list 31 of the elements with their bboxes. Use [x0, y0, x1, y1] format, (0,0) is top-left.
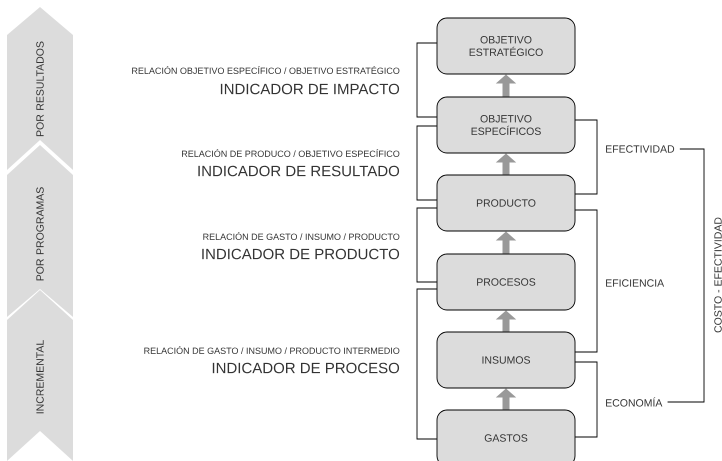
process-box: PROCESOS	[436, 254, 576, 310]
process-box: OBJETIVO ESPECÍFICOS	[436, 96, 576, 154]
bracket-line	[575, 120, 598, 194]
label-text: EFICIENCIA	[606, 279, 664, 287]
bracket-line	[416, 208, 437, 282]
process-box: GASTOS	[436, 410, 576, 461]
bracket-label: COSTO - EFECTIVIDAD	[714, 218, 722, 332]
indicator-heading: INDICADOR DE IMPACTO	[220, 84, 400, 94]
bracket-line	[416, 126, 437, 200]
label-text: RELACIÓN OBJETIVO ESPECÍFICO / OBJETIVO ESTRATÉGICO	[132, 66, 400, 74]
node-label: POR RESULTADOS	[36, 42, 44, 136]
label-text: RELACIÓN DE PRODUCO / OBJETIVO ESPECÍFICO	[182, 149, 400, 157]
bracket-line	[575, 210, 598, 352]
label-text: EFECTIVIDAD	[606, 145, 674, 153]
indicator-heading: INDICADOR DE PRODUCTO	[202, 248, 400, 260]
label-text: RELACIÓN DE GASTO / INSUMO / PRODUCTO	[203, 232, 400, 240]
chevron-band: POR RESULTADOS	[7, 7, 73, 170]
chevron-band: POR PROGRAMAS	[7, 145, 73, 317]
chevron-band: INCREMENTAL	[7, 290, 73, 461]
label-text: RELACIÓN DE GASTO / INSUMO / PRODUCTO INTERMEDIO	[144, 346, 400, 354]
process-box: INSUMOS	[436, 332, 576, 388]
label-text: ECONOMÍA	[606, 397, 662, 407]
indicator-heading: INDICADOR DE PROCESO	[212, 362, 400, 374]
bracket-line	[416, 288, 437, 440]
node-label: INCREMENTAL	[36, 340, 44, 414]
bracket-line	[575, 362, 598, 438]
process-box: OBJETIVO ESTRATÉGICO	[436, 18, 576, 74]
indicator-heading: INDICADOR DE RESULTADO	[198, 166, 400, 176]
process-box: PRODUCTO	[436, 174, 576, 232]
bracket-line	[416, 42, 437, 118]
node-label: POR PROGRAMAS	[36, 187, 44, 280]
